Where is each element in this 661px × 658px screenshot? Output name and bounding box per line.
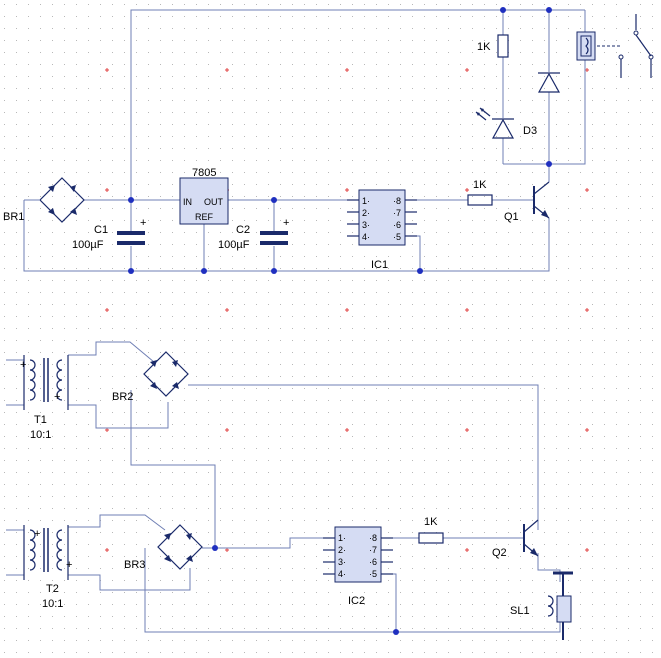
label-t2-plus-2: + xyxy=(66,559,72,571)
capacitor-c2 xyxy=(260,231,288,245)
label-t1-plus-1: + xyxy=(20,359,26,371)
label-d3: D3 xyxy=(523,125,537,137)
label-c2-value: 100µF xyxy=(218,239,250,251)
ic2-pin4: 4· xyxy=(338,569,346,579)
label-br2: BR2 xyxy=(112,391,133,403)
transistor-q1 xyxy=(533,181,550,219)
led-d3 xyxy=(475,107,515,139)
label-t1: T1 xyxy=(34,414,47,426)
resistor-1k-top xyxy=(497,34,509,58)
bridge-rectifier-br3 xyxy=(157,524,215,570)
label-br1: BR1 xyxy=(3,211,24,223)
ic2-pin1: 1· xyxy=(338,533,346,543)
label-q2: Q2 xyxy=(492,547,507,559)
top-circuit-wires xyxy=(23,9,586,272)
label-ic1: IC1 xyxy=(371,259,388,271)
resistor-1k-mid xyxy=(467,194,493,206)
label-r-bottom: 1K xyxy=(424,516,438,528)
ic1-chip xyxy=(347,189,417,246)
regulator-7805 xyxy=(179,177,229,225)
transformer-t1 xyxy=(23,355,69,410)
solenoid-sl1 xyxy=(547,571,573,640)
relay xyxy=(576,14,654,78)
labels: BR1 C1 100µF + 7805 IN OUT REF C2 100µF … xyxy=(3,41,537,617)
bottom-junction-nodes xyxy=(212,545,399,635)
ic2-pin6: ·6 xyxy=(369,557,377,567)
transistor-q2 xyxy=(523,519,539,557)
ic2-pin8: ·8 xyxy=(369,533,377,543)
ic1-pin7: ·7 xyxy=(393,208,401,218)
top-junction-nodes xyxy=(128,7,552,274)
label-reg-ref: REF xyxy=(195,212,214,222)
label-c1-plus: + xyxy=(140,217,146,229)
label-t2-ratio: 10:1 xyxy=(42,598,63,610)
ic2-pin2: 2· xyxy=(338,545,346,555)
ic2-pin7: ·7 xyxy=(369,545,377,555)
ic1-pin6: ·6 xyxy=(393,220,401,230)
ic1-pin2: 2· xyxy=(362,208,370,218)
resistor-1k-bottom xyxy=(418,532,444,544)
ic1-pin1: 1· xyxy=(362,196,370,206)
ic1-pin4: 4· xyxy=(362,232,370,242)
ic1-pin3: 3· xyxy=(362,220,370,230)
label-reg-in: IN xyxy=(183,197,192,207)
bridge-rectifier-br2 xyxy=(143,351,189,397)
label-c2-plus: + xyxy=(283,217,289,229)
bridge-rectifier-br1 xyxy=(24,177,85,223)
bottom-circuit-wires xyxy=(6,341,561,633)
label-ic2: IC2 xyxy=(348,595,365,607)
ic2-pin5: ·5 xyxy=(369,569,377,579)
ic2-pin3: 3· xyxy=(338,557,346,567)
ic1-pin8: ·8 xyxy=(393,196,401,206)
label-c1: C1 xyxy=(94,224,108,236)
grid-plus-marks xyxy=(105,68,589,552)
label-t1-plus-2: + xyxy=(54,391,60,403)
grid-dots xyxy=(4,4,653,653)
label-c2: C2 xyxy=(236,224,250,236)
label-t2: T2 xyxy=(46,583,59,595)
ic2-chip xyxy=(323,526,393,583)
label-c1-value: 100µF xyxy=(72,239,104,251)
flyback-diode xyxy=(537,72,561,93)
label-br3: BR3 xyxy=(124,559,145,571)
ic1-pin5: ·5 xyxy=(393,232,401,242)
label-r-top: 1K xyxy=(477,41,491,53)
label-r-mid: 1K xyxy=(473,179,487,191)
label-sl1: SL1 xyxy=(510,605,530,617)
transformer-t2 xyxy=(23,525,69,580)
label-t1-ratio: 10:1 xyxy=(30,429,51,441)
label-7805: 7805 xyxy=(192,167,216,179)
label-reg-out: OUT xyxy=(204,197,224,207)
label-t2-plus-1: + xyxy=(34,528,40,540)
capacitor-c1 xyxy=(117,231,145,245)
label-q1: Q1 xyxy=(504,211,519,223)
